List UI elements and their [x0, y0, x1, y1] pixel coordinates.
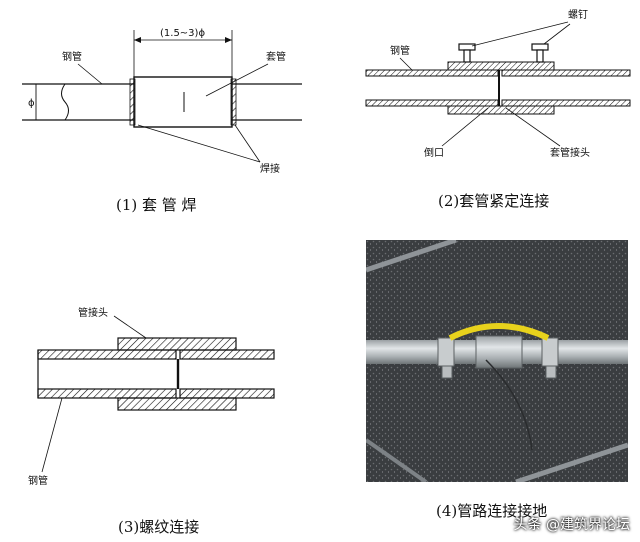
steel-pipe-label: 钢管: [28, 474, 48, 487]
dimension-label: (1.5~3)ϕ: [160, 28, 205, 39]
phi-label: ϕ: [28, 98, 35, 109]
steel-pipe-label: 钢管: [390, 44, 410, 57]
joint-label: 管接头: [78, 306, 108, 319]
caption-threaded: (3)螺纹连接: [118, 518, 200, 536]
weld-marks: [129, 78, 237, 126]
caption-sleeve-weld: (1) 套 管 焊: [116, 196, 197, 214]
steel-pipe-wall: [37, 349, 275, 399]
diagram-sleeve-weld: ϕ (1.5~3)ϕ 钢管 套管 焊接: [22, 28, 302, 175]
steel-pipe-label: 钢管: [62, 50, 82, 63]
caption-pipe-grounding: (4)管路连接接地: [436, 502, 548, 520]
diagram-threaded: 管接头 钢管: [28, 306, 275, 487]
steel-pipe-left: [22, 83, 134, 121]
chamfer-label: 倒口: [424, 147, 444, 159]
weld-label: 焊接: [260, 162, 280, 175]
sleeve: [133, 76, 233, 128]
sleeve-coupling: [447, 61, 555, 115]
set-screws: [458, 43, 549, 63]
coupling-label: 套管接头: [550, 146, 590, 159]
photo-pipe-grounding: [366, 240, 628, 482]
watermark: 头条 @建筑界论坛: [513, 517, 630, 533]
diagram-sleeve-setscrew: 螺钉 钢管 倒口 套管接头: [365, 9, 631, 159]
pipe-joint: [117, 337, 237, 411]
screw-label: 螺钉: [568, 9, 588, 21]
steel-pipe-right: [232, 83, 302, 121]
caption-sleeve-setscrew: (2)套管紧定连接: [438, 192, 550, 210]
sleeve-label: 套管: [266, 50, 286, 63]
